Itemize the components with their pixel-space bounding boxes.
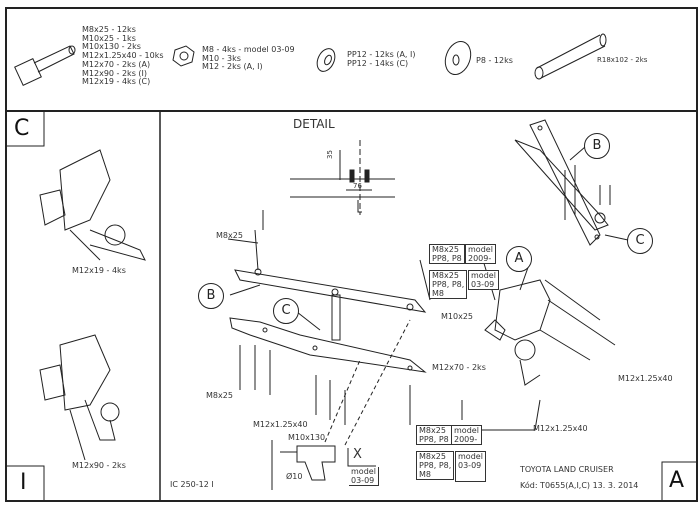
- tube-label: R18x102 - 2ks: [597, 56, 648, 64]
- product-code: Kód: T0655(A,I,C) 13. 3. 2014: [520, 481, 639, 490]
- box-line: M8x25: [419, 452, 446, 461]
- box-line: 03-09: [471, 280, 495, 289]
- dim-vertical: 35: [325, 150, 334, 159]
- bolt-list: M8x25 - 12ks M10x25 - 1ks M10x130 - 2ks …: [82, 25, 164, 87]
- m12x70-label: M12x70 - 2ks: [432, 363, 486, 372]
- hitch-c-left: [39, 149, 146, 261]
- detail-title: DETAIL: [293, 117, 335, 131]
- m12-bottom-label: M12x1.25x40: [533, 424, 588, 433]
- dim-horizontal: 76: [353, 182, 362, 190]
- callout-b-right: B: [584, 133, 610, 159]
- m12-right-label: M12x1.25x40: [618, 374, 673, 383]
- nut-item: M8 - 4ks - model 03-09: [202, 45, 295, 54]
- panel-letter-i: I: [20, 470, 27, 495]
- callout-c-right: C: [627, 228, 653, 254]
- flat-washer-label: P8 - 12ks: [476, 56, 513, 65]
- washer-item: PP12 - 14ks (C): [347, 58, 409, 68]
- nut-item: M10 - 3ks: [202, 53, 241, 63]
- bolt-item: M10x25 - 1ks: [82, 33, 136, 43]
- box-line: M8x25: [432, 271, 459, 280]
- x-box-label: X: [353, 447, 362, 462]
- nut-icon: [172, 45, 195, 67]
- box-line: M8x25: [419, 426, 446, 435]
- box-line: PP8, P8: [432, 254, 462, 263]
- box-line: model: [468, 245, 493, 254]
- box-line: PP8, P8,: [419, 461, 452, 470]
- nut-item: M12 - 2ks (A, I): [202, 62, 263, 72]
- left-top-bolt-label: M12x19 - 4ks: [72, 266, 126, 275]
- bolt-icon: [14, 45, 76, 86]
- box-line: 2009-: [468, 254, 492, 263]
- bolt-item: M12x70 - 2ks (A): [82, 59, 151, 69]
- model-word: model: [351, 467, 376, 476]
- box-line: M8: [419, 470, 431, 479]
- flat-washer-icon: [444, 41, 472, 75]
- box-line: M8: [432, 289, 444, 298]
- washer-item: PP12 - 12ks (A, I): [347, 50, 416, 59]
- hitch-i-left: [39, 334, 120, 461]
- drill-size-label: Ø10: [286, 472, 303, 481]
- box-line: model: [471, 271, 496, 280]
- bolt-item: M12x90 - 2ks (I): [82, 68, 148, 78]
- bolt-item: M12x1.25x40 - 10ks: [82, 51, 164, 61]
- m8x25-top-label: M8x25: [216, 231, 243, 240]
- m8x25-bottom-label: M8x25: [206, 391, 233, 400]
- drill-icon: [271, 440, 336, 490]
- drawing-code: IC 250-12 I: [170, 480, 214, 489]
- vehicle-title: TOYOTA LAND CRUISER: [520, 465, 614, 474]
- crossbar-c: [229, 317, 427, 373]
- box-line: 2009-: [454, 435, 478, 444]
- nut-list: M8 - 4ks - model 03-09 M10 - 3ks M12 - 2…: [202, 45, 295, 72]
- callout-a: A: [506, 246, 532, 272]
- box-line: M8x25: [432, 245, 459, 254]
- box-line: PP8, P8,: [432, 280, 465, 289]
- box-line: PP8, P8: [419, 435, 449, 444]
- spring-washer-list: PP12 - 12ks (A, I) PP12 - 14ks (C): [347, 50, 416, 68]
- m10x25-label: M10x25: [441, 312, 473, 321]
- m10x130-label: M10x130: [288, 433, 326, 442]
- m12-left-label: M12x1.25x40: [253, 420, 308, 429]
- tube-icon: [534, 33, 607, 80]
- panel-letter-c: C: [14, 116, 30, 141]
- hitch-a: [480, 279, 616, 431]
- box-line: 03-09: [458, 461, 482, 470]
- crossbar-b: [234, 268, 427, 313]
- bolt-item: M8x25 - 12ks: [82, 25, 136, 34]
- callout-c-main: C: [273, 298, 299, 324]
- spring-washer-icon: [316, 48, 336, 72]
- bolt-item: M12x19 - 4ks (C): [82, 77, 151, 87]
- box-line: model: [454, 426, 479, 435]
- box-line: model: [458, 452, 483, 461]
- detail-sketch: [290, 140, 395, 215]
- model-year: 03-09: [351, 476, 375, 485]
- left-bottom-bolt-label: M12x90 - 2ks: [72, 461, 126, 470]
- callout-b-main: B: [198, 283, 224, 309]
- bolt-item: M10x130 - 2ks: [82, 42, 141, 52]
- hitch-c-arms: [514, 119, 611, 246]
- panel-letter-a: A: [669, 468, 685, 493]
